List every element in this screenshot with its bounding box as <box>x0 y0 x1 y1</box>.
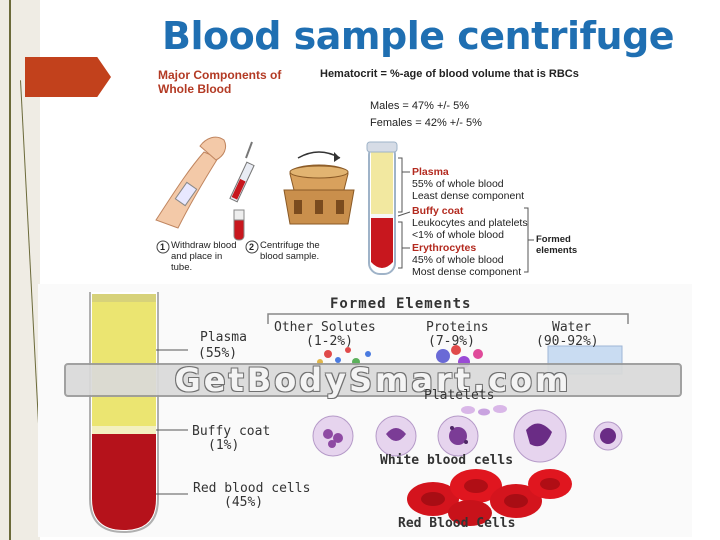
red-blood-cells-title: Red Blood Cells <box>398 516 516 531</box>
water-percent: (90-92%) <box>536 334 599 349</box>
armband-icon <box>174 181 198 207</box>
red-blood-cells-icon <box>407 469 572 526</box>
centrifuged-tube-icon <box>366 141 398 275</box>
formed-elements-label: Formed elements <box>536 234 578 256</box>
males-value: Males = 47% +/- 5% <box>370 100 470 112</box>
plasma-line-2: Least dense component <box>412 190 525 202</box>
figure-heading: Major Components of Whole Blood <box>158 68 282 96</box>
platelets-label: Platelets <box>424 388 495 403</box>
red-blood-cells-label: Red blood cells <box>193 481 311 496</box>
platelets-icon <box>461 405 507 416</box>
females-value: Females = 42% +/- 5% <box>370 117 482 129</box>
proteins-percent: (7-9%) <box>428 334 475 349</box>
centrifuge-illustration <box>155 136 534 275</box>
slide-title: Blood sample centrifuge <box>162 14 675 58</box>
step-1-label: Withdraw blood and place in tube. <box>171 240 237 273</box>
large-test-tube-icon <box>89 292 159 534</box>
accent-arrow-tab <box>25 57 111 97</box>
step-1-marker <box>156 240 170 254</box>
step-2-marker <box>245 240 259 254</box>
syringe-icon <box>229 141 255 203</box>
watermark-banner: GetBodySmart.com <box>64 361 682 399</box>
buffy-line-1: Leukocytes and platelets <box>412 217 528 229</box>
plasma-line-1: 55% of whole blood <box>412 178 504 190</box>
hematocrit-definition: Hematocrit = %-age of blood volume that … <box>320 68 579 80</box>
proteins-label: Proteins <box>426 320 489 335</box>
erythrocytes-label: Erythrocytes <box>412 242 477 254</box>
formed-elements-header: Formed Elements <box>330 296 472 312</box>
step-1-number: 1 <box>160 242 166 252</box>
label-pointers <box>156 349 188 495</box>
hand-icon <box>199 136 227 161</box>
buffy-coat-label: Buffy coat <box>192 424 271 439</box>
formed-elements-figure: Formed Elements Plasma (55%) Other Solut… <box>38 284 692 537</box>
red-blood-cells-percent: (45%) <box>224 495 264 510</box>
plasma-label: Plasma <box>200 330 247 345</box>
buffy-coat-label: Buffy coat <box>412 205 464 217</box>
decor-line <box>9 0 11 540</box>
other-solutes-percent: (1-2%) <box>306 334 353 349</box>
other-solutes-label: Other Solutes <box>274 320 376 335</box>
centrifuge-icon <box>283 151 355 225</box>
buffy-coat-percent: (1%) <box>208 438 240 453</box>
plasma-percent: (55%) <box>198 346 238 361</box>
erythrocytes-line-2: Most dense component <box>412 266 522 278</box>
plasma-label: Plasma <box>412 166 449 178</box>
erythrocytes-line-1: 45% of whole blood <box>412 254 504 266</box>
buffy-line-2: <1% of whole blood <box>412 229 504 241</box>
formed-elements-bracket <box>267 313 629 324</box>
step-2-number: 2 <box>249 242 255 252</box>
white-blood-cells-label: White blood cells <box>380 453 514 468</box>
white-blood-cells-icon <box>312 409 623 463</box>
water-label: Water <box>552 320 592 335</box>
whole-blood-figure: Major Components of Whole Blood Hematocr… <box>148 62 583 284</box>
formed-elements-illustration <box>89 292 629 534</box>
label-brackets <box>397 157 534 273</box>
step-2-label: Centrifuge the blood sample. <box>260 240 320 262</box>
